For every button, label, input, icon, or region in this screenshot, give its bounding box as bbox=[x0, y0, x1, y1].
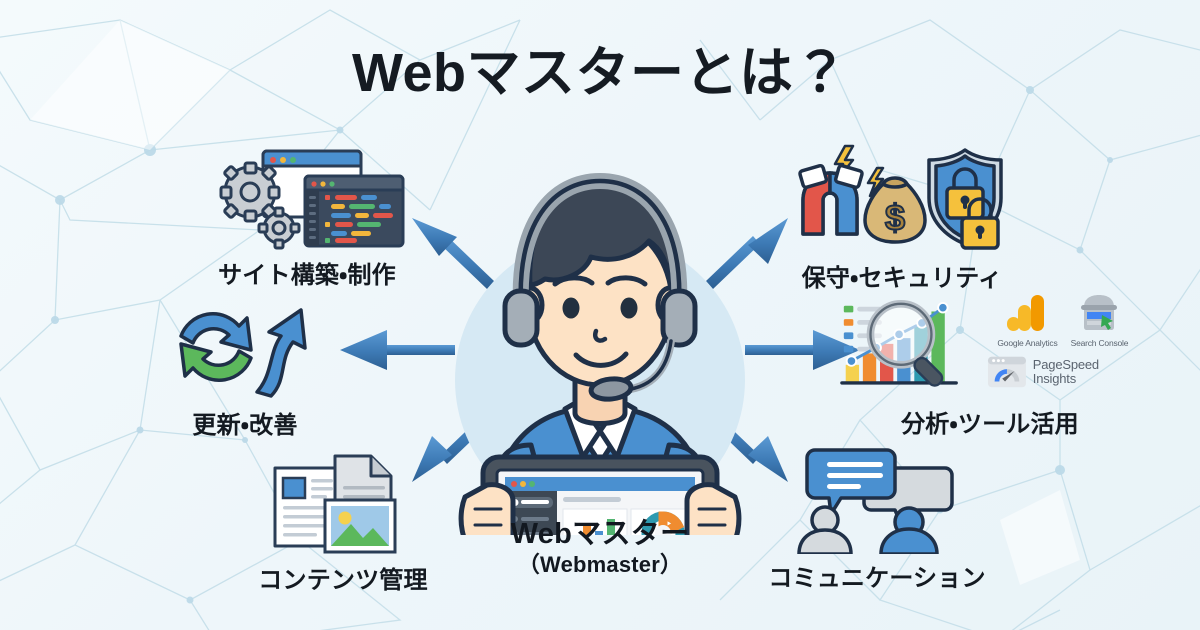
sitebuild-label: サイト構築・制作 bbox=[218, 262, 396, 289]
update-node[interactable]: 更新・改善 bbox=[140, 296, 350, 440]
gears-browser-code-icon bbox=[219, 149, 405, 250]
tool-search-console-label: Search Console bbox=[1070, 338, 1129, 349]
analytics-node[interactable]: Google Analytics Search Console bbox=[840, 282, 1140, 439]
tool-google-analytics-label: Google Analytics bbox=[997, 338, 1058, 349]
hub-label-en: （Webmaster） bbox=[517, 552, 683, 578]
tool-search-console[interactable]: Search Console bbox=[1068, 293, 1130, 349]
google-analytics-logo bbox=[1007, 295, 1045, 332]
magnet-moneybag-shield-lock-icon: $ bbox=[798, 144, 1003, 250]
content-node[interactable]: コンテンツ管理 bbox=[228, 448, 458, 595]
analytics-tools-group: Google Analytics Search Console bbox=[987, 293, 1140, 389]
chart-magnifier-icon bbox=[840, 300, 958, 387]
communication-label: コミュニケーション bbox=[768, 565, 986, 592]
hub-label: Webマスター （Webmaster） bbox=[400, 518, 800, 580]
person-with-headset-holding-tablet-icon bbox=[458, 173, 742, 535]
hub-label-jp: Webマスター bbox=[510, 518, 690, 550]
tool-pagespeed-insights-label: PageSpeed Insights bbox=[1032, 356, 1099, 386]
tool-google-analytics[interactable]: Google Analytics bbox=[996, 293, 1058, 349]
pagespeed-insights-logo bbox=[987, 356, 1026, 388]
tool-row-top: Google Analytics Search Console bbox=[987, 293, 1140, 349]
analytics-label: 分析・ツール活用 bbox=[901, 411, 1079, 438]
security-node[interactable]: $ 保守・セキュリティ bbox=[782, 142, 1022, 293]
update-label: 更新・改善 bbox=[192, 412, 298, 439]
communication-node[interactable]: コミュニケーション bbox=[752, 444, 1002, 593]
webmaster-hub bbox=[455, 173, 745, 535]
page-title: Webマスターとは？ bbox=[351, 43, 848, 103]
analytics-icon-group: Google Analytics Search Console bbox=[840, 282, 1140, 400]
tool-pagespeed-insights[interactable]: PageSpeed Insights bbox=[987, 355, 1140, 389]
refresh-cycle-growth-arrow-icon bbox=[179, 308, 307, 398]
speech-bubbles-people-icon bbox=[797, 448, 954, 554]
search-console-logo bbox=[1081, 295, 1118, 331]
security-label: 保守・セキュリティ bbox=[801, 265, 1003, 292]
svg-text:$: $ bbox=[885, 197, 905, 238]
content-label: コンテンツ管理 bbox=[258, 567, 428, 594]
sitebuild-node[interactable]: サイト構築・制作 bbox=[182, 146, 432, 290]
documents-image-icon bbox=[273, 454, 397, 554]
